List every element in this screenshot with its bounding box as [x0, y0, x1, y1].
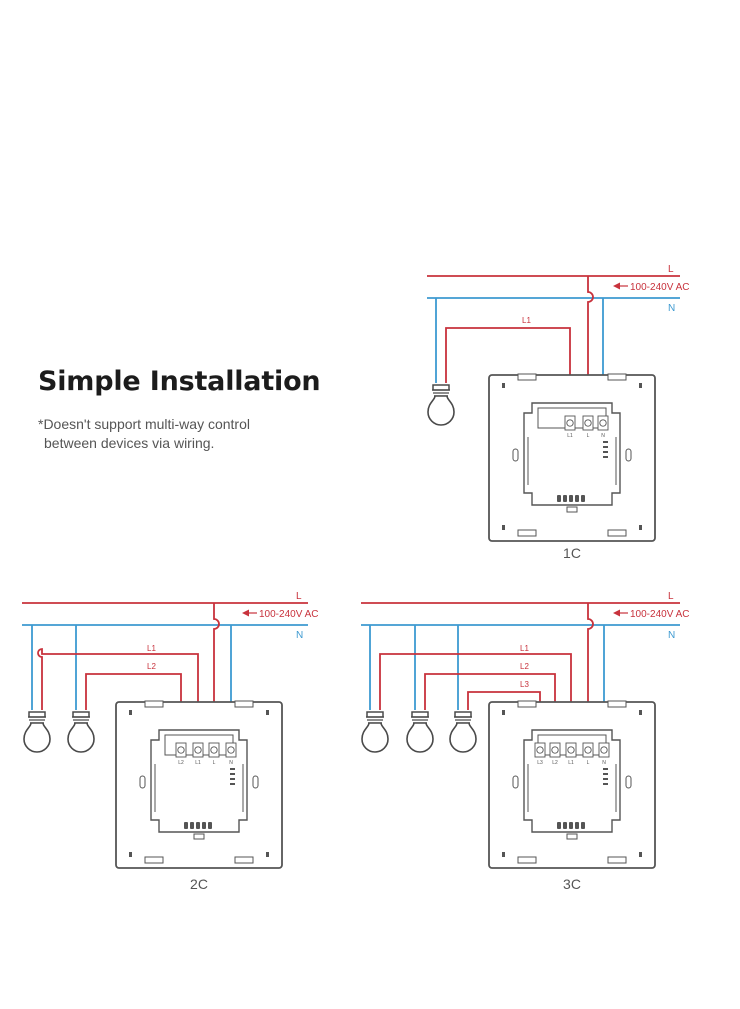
live-label: L	[668, 264, 674, 275]
bulb-icon	[23, 711, 51, 753]
terminal-n-label: N	[602, 760, 606, 766]
bulb-icon	[67, 711, 95, 753]
diagram-3c: L N 100-240V AC L1 L2 L3 L3 L2 L1 L	[361, 591, 690, 892]
live-label: L	[668, 591, 674, 602]
diagram-1c: L N 100-240V AC L1 L1 L N 1C	[427, 264, 690, 561]
bulb-icon	[406, 711, 434, 753]
terminal-l2-label: L2	[552, 760, 558, 766]
l2-label: L2	[520, 662, 529, 671]
bulb-icon	[427, 384, 455, 426]
bulb-icon	[361, 711, 389, 753]
l1-label: L1	[520, 644, 529, 653]
caption-3c: 3C	[563, 876, 581, 892]
diagram-2c: L N 100-240V AC L1 L2 L2 L1 L N 2C	[22, 591, 319, 892]
neutral-label: N	[668, 303, 675, 314]
terminal-l1-label: L1	[567, 433, 573, 439]
l1-label: L1	[147, 644, 156, 653]
neutral-label: N	[668, 630, 675, 641]
l2-label: L2	[147, 662, 156, 671]
terminal-l-label: L	[213, 760, 216, 766]
voltage-label: 100-240V AC	[630, 282, 690, 293]
terminal-l-label: L	[587, 433, 590, 439]
bulb-icon	[449, 711, 477, 753]
terminal-l3-label: L3	[537, 760, 543, 766]
terminal-l2-label: L2	[178, 760, 184, 766]
l1-label: L1	[522, 316, 531, 325]
wiring-note-line-2: between devices via wiring.	[44, 435, 215, 451]
page-title: Simple Installation	[38, 366, 321, 397]
terminal-l1-label: L1	[195, 760, 201, 766]
caption-2c: 2C	[190, 876, 208, 892]
live-label: L	[296, 591, 302, 602]
switch-panel-2c	[115, 700, 283, 869]
caption-1c: 1C	[563, 545, 581, 561]
switch-panel-3c	[488, 700, 656, 869]
l3-label: L3	[520, 680, 529, 689]
switch-panel-1c	[488, 373, 656, 542]
terminal-n-label: N	[601, 433, 605, 439]
terminal-l-label: L	[587, 760, 590, 766]
voltage-label: 100-240V AC	[259, 609, 319, 620]
voltage-label: 100-240V AC	[630, 609, 690, 620]
neutral-label: N	[296, 630, 303, 641]
wiring-note: *Doesn't support multi-way control betwe…	[38, 415, 250, 453]
wiring-note-line-1: *Doesn't support multi-way control	[38, 416, 250, 432]
terminal-l1-label: L1	[568, 760, 574, 766]
terminal-n-label: N	[229, 760, 233, 766]
